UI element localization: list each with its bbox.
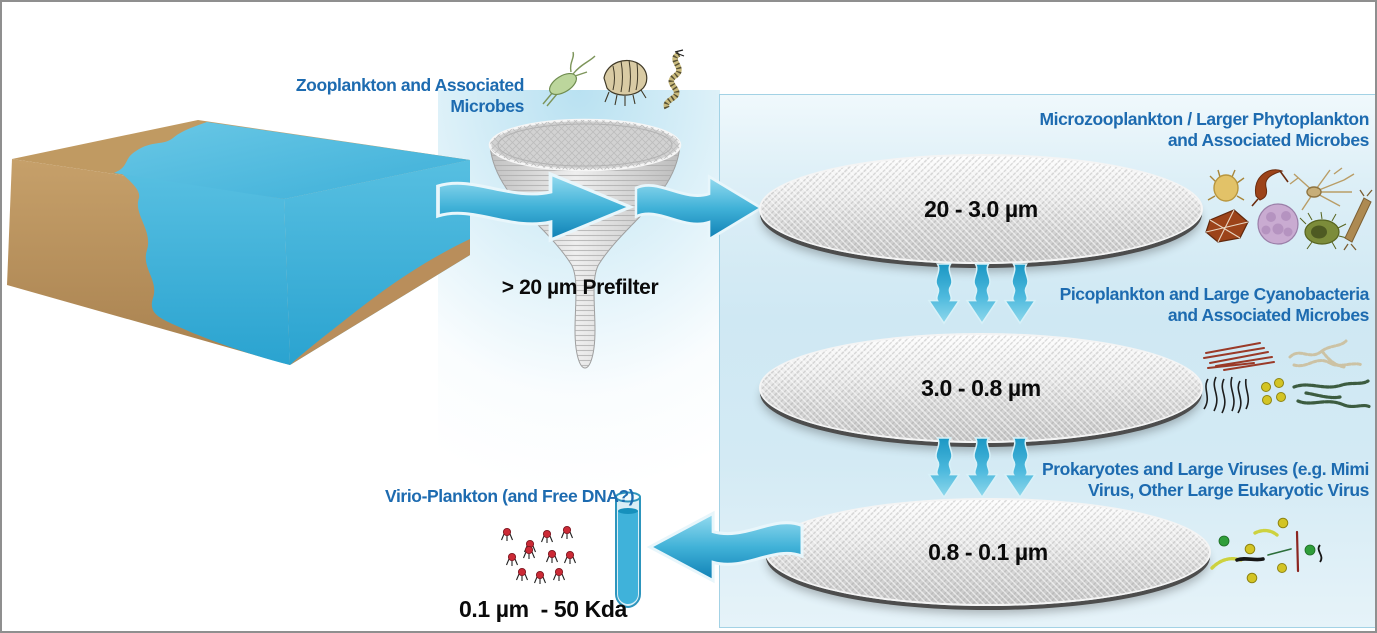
flow-arrow-down-icon <box>966 263 998 324</box>
amphipod-icon <box>603 59 648 106</box>
stage1-heading: Microzooplankton / Larger Phytoplankton … <box>1002 109 1369 151</box>
phage-icon <box>505 552 519 567</box>
ciliate-icon <box>1299 211 1348 250</box>
stage3-organism-icons <box>1210 517 1323 584</box>
filter-disc-3-label: 0.8 - 0.1 µm <box>928 538 1048 565</box>
zooplankton-icons <box>542 49 685 110</box>
filter-disc-2: 3.0 - 0.8 µm <box>759 333 1203 443</box>
stage1-heading-line1: Microzooplankton / Larger Phytoplankton <box>1039 109 1369 129</box>
squiggle-filament-icon <box>1203 376 1250 414</box>
virus-particle-icon <box>1244 517 1289 584</box>
phage-icon <box>552 567 566 582</box>
pennate-diatom-icon <box>1343 189 1373 251</box>
filament-bundle-icon <box>1203 342 1275 371</box>
tintinnid-icon <box>1207 169 1245 202</box>
flow-arrow-right-icon <box>436 172 633 242</box>
spirillum-icon <box>1317 544 1323 563</box>
beaded-filament-icon <box>1288 339 1364 369</box>
virio-plankton-label: Virio-Plankton (and Free DNA?) <box>385 486 635 506</box>
filter-disc-3: 0.8 - 0.1 µm <box>765 498 1211 606</box>
stage1-organism-icons <box>1205 167 1373 251</box>
phage-icon <box>500 527 514 542</box>
angular-dinoflagellate-icon <box>1205 209 1249 243</box>
phage-cluster <box>500 525 577 585</box>
plankton-net-icon <box>488 118 682 369</box>
prefilter-label: > 20 µm Prefilter <box>501 276 659 299</box>
stage2-organism-icons <box>1203 339 1372 414</box>
picoplankton-dots-icon <box>1261 378 1286 405</box>
rod-bacterium-icon <box>1235 530 1300 573</box>
filter-disc-2-label: 3.0 - 0.8 µm <box>921 374 1041 401</box>
ceratium-icon <box>1251 169 1289 207</box>
flow-arrow-left-icon <box>648 511 804 583</box>
output-size-label: 0.1 µm - 50 Kda <box>459 596 627 622</box>
flow-arrow-down-icon <box>928 437 960 498</box>
stage1-heading-line2: and Associated Microbes <box>1167 130 1370 150</box>
phage-icon <box>540 529 554 544</box>
stage2-heading-line2: and Associated Microbes <box>1167 305 1370 325</box>
phage-icon <box>560 525 574 540</box>
phage-icon <box>563 550 577 565</box>
stage2-heading-line1: Picoplankton and Large Cyanobacteria <box>1059 284 1370 304</box>
filter-disc-1: 20 - 3.0 µm <box>759 154 1203 264</box>
test-tube-icon <box>615 491 641 609</box>
stage2-heading: Picoplankton and Large Cyanobacteria and… <box>1002 284 1370 326</box>
coccus-icon <box>1218 535 1316 556</box>
segmented-worm-icon <box>663 49 685 110</box>
zooplankton-label: Zooplankton and Associated Microbes <box>295 75 525 116</box>
copepod-icon <box>542 51 596 107</box>
ocean-block-icon <box>7 120 470 365</box>
flow-arrow-right-icon <box>634 175 763 241</box>
branched-zooplankter-icon <box>1289 167 1355 211</box>
filter-disc-1-label: 20 - 3.0 µm <box>924 195 1038 222</box>
stage3-heading-line2: Virus, Other Large Eukaryotic Virus <box>1087 480 1369 500</box>
colonial-algae-icon <box>1257 203 1299 245</box>
flow-arrow-down-icon <box>966 437 998 498</box>
phage-icon <box>515 567 529 582</box>
stage3-heading: Prokaryotes and Large Viruses (e.g. Mimi… <box>1002 459 1369 501</box>
flow-arrow-down-icon <box>928 263 960 324</box>
phage-icon <box>545 549 559 564</box>
stage3-heading-line1: Prokaryotes and Large Viruses (e.g. Mimi <box>1042 459 1369 479</box>
cyanobacteria-chain-icon <box>1292 379 1372 409</box>
phage-icon <box>522 545 536 560</box>
phage-icon <box>533 570 547 585</box>
